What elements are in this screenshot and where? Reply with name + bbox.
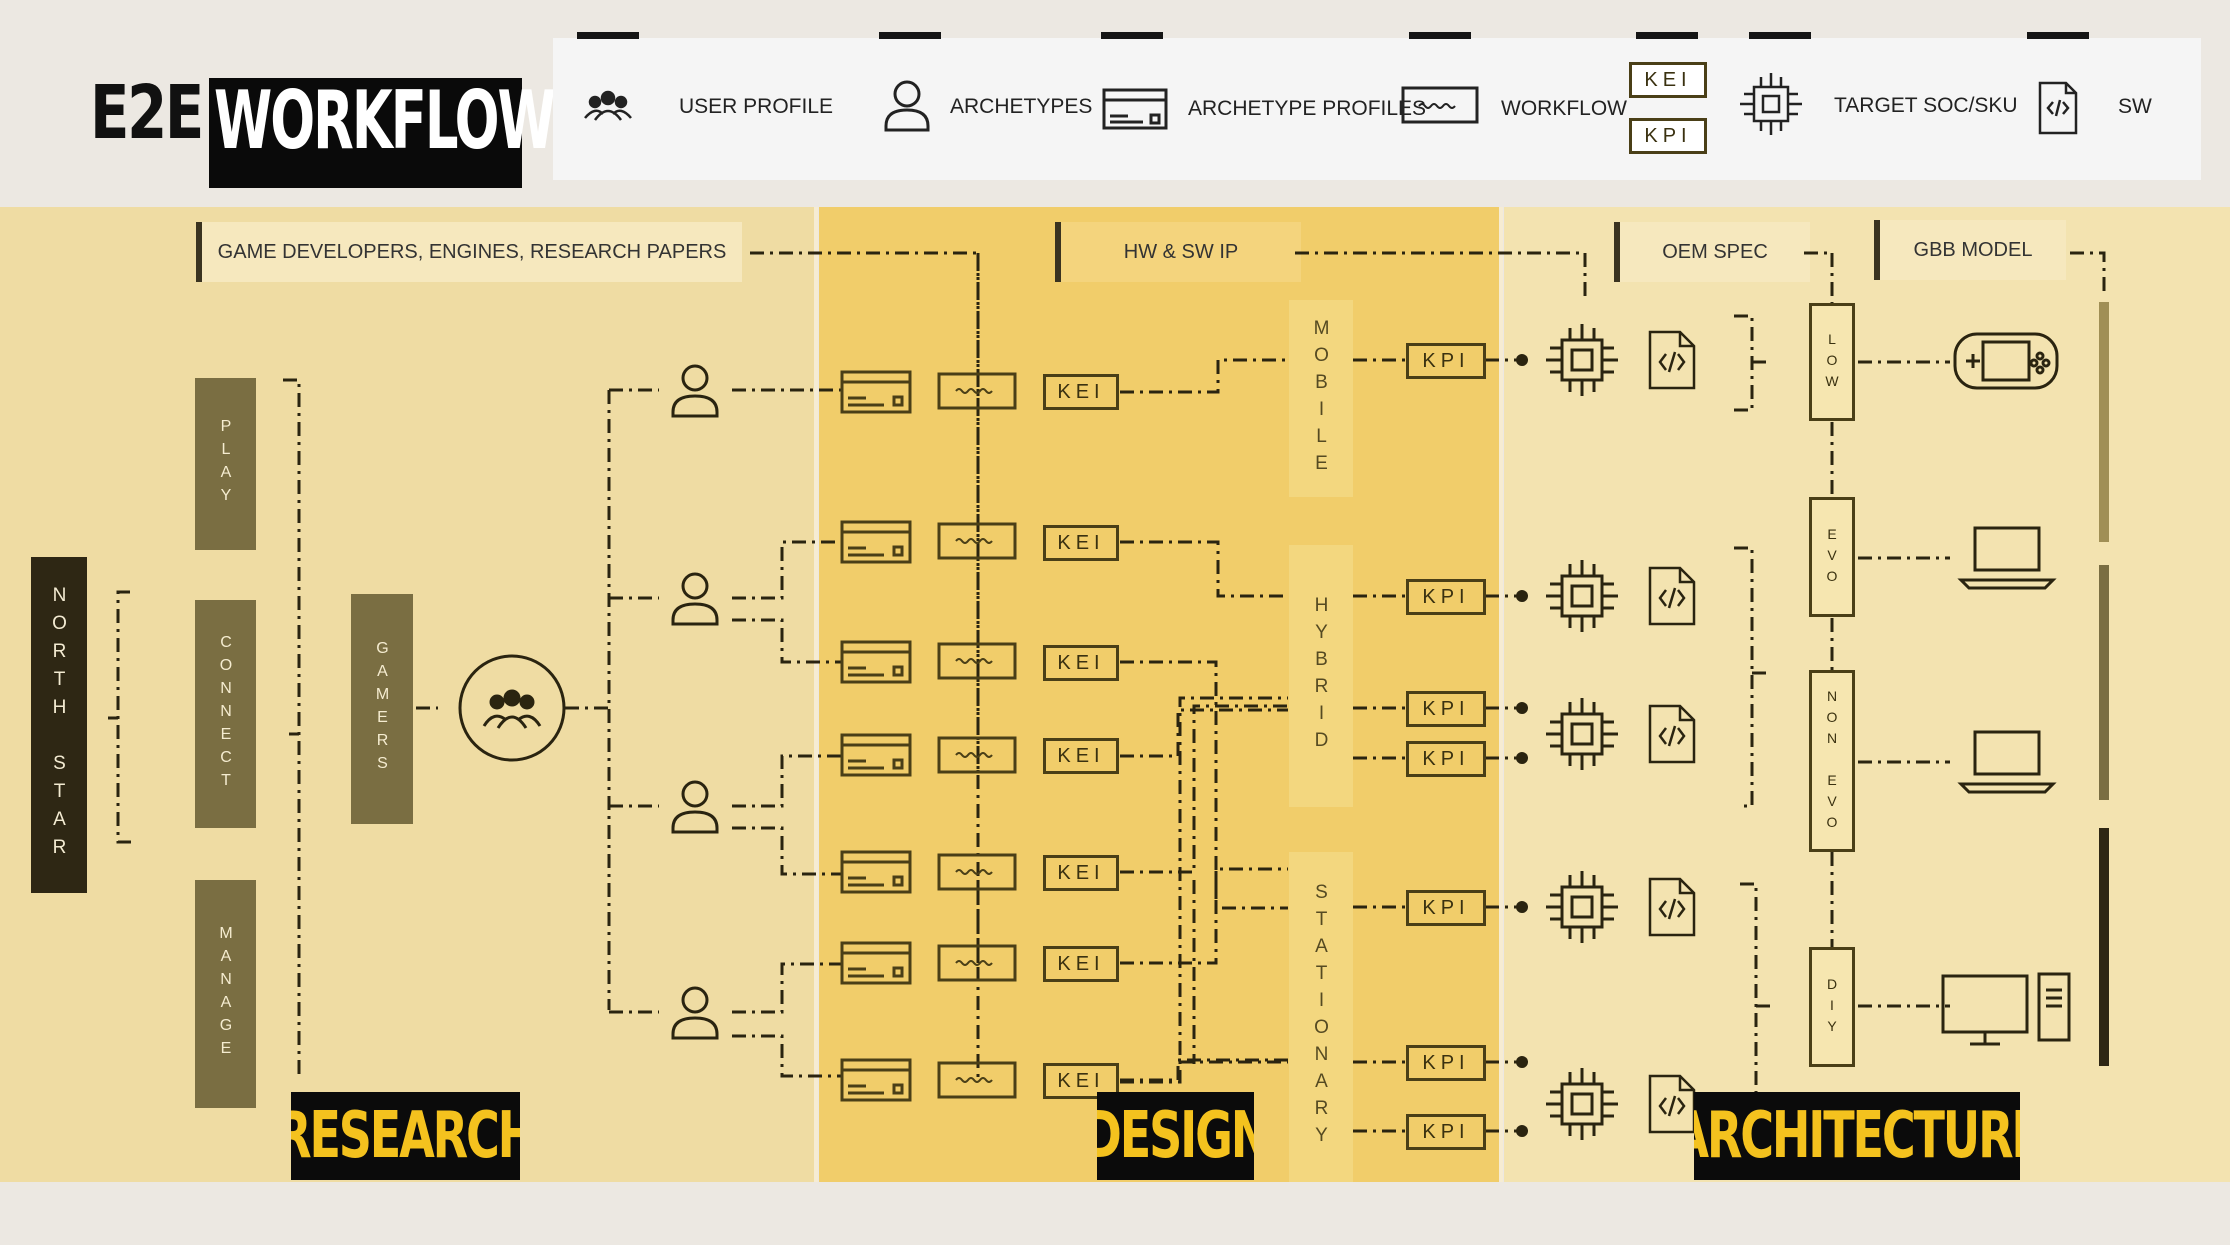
scale-bar <box>2099 302 2109 542</box>
stage-design: DESIGN <box>1097 1092 1254 1180</box>
kpi-box: KPI <box>1406 343 1486 379</box>
kei-box: KEI <box>1043 855 1119 891</box>
code-file-icon <box>1650 1076 1694 1132</box>
group-icon <box>460 656 564 760</box>
kpi-box: KPI <box>1406 1045 1486 1081</box>
profile-card-icon <box>842 372 910 412</box>
handheld-console-icon <box>1955 334 2057 388</box>
tier-label: DIY <box>1824 976 1840 1039</box>
desktop-pc-icon <box>1943 974 2069 1044</box>
person-icon <box>673 988 717 1038</box>
profile-card-icon <box>842 943 910 983</box>
code-file-icon <box>1650 879 1694 935</box>
person-icon <box>673 574 717 624</box>
tier-label: EVO <box>1824 526 1840 589</box>
kei-box: KEI <box>1043 738 1119 774</box>
tier-label: LOW <box>1824 331 1840 394</box>
profile-card-icon <box>842 642 910 682</box>
stage-label: DESIGN <box>1097 1099 1254 1173</box>
scale-bar <box>2099 565 2109 800</box>
profile-card-icon <box>842 735 910 775</box>
laptop-icon <box>1961 732 2053 792</box>
tier-label: NON EVO <box>1824 688 1840 835</box>
kpi-box: KPI <box>1406 579 1486 615</box>
profile-card-icon <box>842 1060 910 1100</box>
kei-box: KEI <box>1043 946 1119 982</box>
person-icon <box>673 782 717 832</box>
code-file-icon <box>1650 332 1694 388</box>
stage-architecture: ARCHITECTURE <box>1694 1092 2020 1180</box>
chip-icon <box>1546 324 1618 396</box>
stage-research: RESEARCH <box>291 1092 520 1180</box>
profile-card-icon <box>842 852 910 892</box>
kpi-box: KPI <box>1406 741 1486 777</box>
laptop-icon <box>1961 528 2053 588</box>
code-file-icon <box>1650 568 1694 624</box>
code-file-icon <box>1650 706 1694 762</box>
tier-low: LOW <box>1809 303 1855 421</box>
tier-evo: EVO <box>1809 497 1855 617</box>
stage-label: RESEARCH <box>291 1099 520 1173</box>
kei-box: KEI <box>1043 525 1119 561</box>
tier-non-evo: NON EVO <box>1809 670 1855 852</box>
tier-diy: DIY <box>1809 947 1855 1067</box>
kei-box: KEI <box>1043 645 1119 681</box>
kpi-box: KPI <box>1406 890 1486 926</box>
chip-icon <box>1546 560 1618 632</box>
chip-icon <box>1546 698 1618 770</box>
kpi-box: KPI <box>1406 1114 1486 1150</box>
kpi-box: KPI <box>1406 691 1486 727</box>
scale-bar <box>2099 828 2109 1066</box>
stage-label: ARCHITECTURE <box>1694 1099 2020 1173</box>
chip-icon <box>1546 871 1618 943</box>
profile-card-icon <box>842 522 910 562</box>
kei-box: KEI <box>1043 374 1119 410</box>
chip-icon <box>1546 1068 1618 1140</box>
workflow-icon <box>939 1063 1015 1097</box>
person-icon <box>673 366 717 416</box>
